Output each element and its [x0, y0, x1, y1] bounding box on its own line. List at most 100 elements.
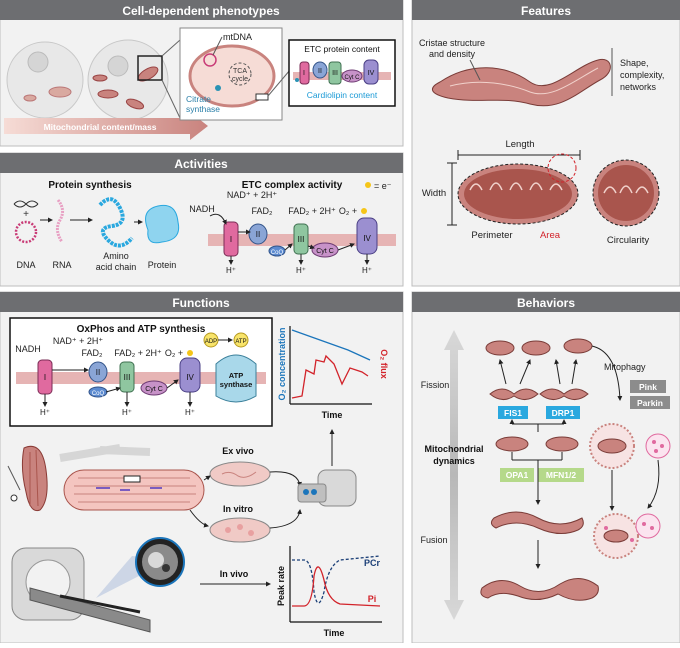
- panel-title-functions: Functions: [172, 296, 230, 310]
- o2-time-label: Time: [322, 410, 343, 420]
- shape-label-3: networks: [620, 82, 657, 92]
- tca-label-1: TCA: [233, 68, 247, 75]
- oxphos-box: OxPhos and ATP synthesis I II III IV CoQ…: [9, 317, 273, 427]
- amino-acid-chain-icon: [98, 197, 134, 248]
- tca-cycle-icon: [228, 62, 252, 86]
- oxphos-membrane: [16, 372, 266, 384]
- peak-rate-label: Peak rate: [276, 566, 286, 606]
- autolysosome-icon: [593, 513, 661, 559]
- panel-activities: Activities Protein synthesis + DNA RNA A…: [0, 152, 404, 287]
- atp-synthase-label-2: synthase: [220, 380, 253, 389]
- panel-title-activities: Activities: [174, 157, 228, 171]
- biopsy-needle-icon: [7, 465, 21, 491]
- etc-activity-label: ETC complex activity: [242, 180, 343, 191]
- in-vitro-dish: In vitro: [209, 504, 271, 543]
- tca-label-2: cycle: [232, 76, 248, 83]
- amino-label-2: acid chain: [96, 262, 137, 272]
- middle-mitochondria: [495, 436, 579, 452]
- fission-label: Fission: [421, 380, 450, 390]
- constricting-mitochondria: [489, 388, 589, 400]
- pcr-label: PCr: [364, 558, 381, 568]
- cardiolipin-label: Cardiolipin content: [307, 90, 378, 100]
- mfn-label: MFN1/2: [546, 470, 577, 480]
- activity-hplus-2: H⁺: [296, 266, 306, 275]
- dna-label: DNA: [16, 260, 35, 270]
- zoom-box: [137, 55, 163, 81]
- citrate-label-2: synthase: [186, 104, 220, 114]
- lysosome-icon: [645, 433, 671, 459]
- mito-inset: TCA cycle mtDNA Citrate synthase: [179, 27, 283, 121]
- in-vitro-label: In vitro: [223, 504, 254, 514]
- activity-o2-label: O₂ +: [339, 206, 357, 216]
- peak-rate-chart: PCr Pi Peak rate Time: [276, 546, 382, 638]
- activity-nad-label: NAD⁺ + 2H⁺: [227, 190, 278, 200]
- o2-concentration-line: [291, 329, 371, 361]
- panel-activities-header: [0, 153, 403, 173]
- mitophagy-label: Mitophagy: [604, 362, 646, 372]
- ox-hplus-2: H⁺: [122, 408, 132, 417]
- pi-line: [292, 566, 381, 607]
- content-gradient-arrow: Mitochondrial content/mass: [4, 112, 208, 140]
- panel-phenotypes-header: [0, 0, 403, 20]
- pi-label: Pi: [368, 594, 377, 604]
- activity-coq-label: CoQ: [271, 250, 284, 256]
- in-vivo-label: In vivo: [220, 569, 249, 579]
- autophagosome-icon: [589, 423, 635, 469]
- activity-fadh2-label: FAD₂ + 2H⁺: [288, 206, 336, 216]
- drp1-label: DRP1: [552, 408, 575, 418]
- mtdna-icon: [203, 53, 217, 67]
- pink-label: Pink: [639, 382, 657, 392]
- activity-hplus-1: H⁺: [226, 266, 236, 275]
- fis1-badge: [498, 406, 528, 419]
- shape-label-1: Shape,: [620, 58, 649, 68]
- activity-fad2-label: FAD₂: [252, 206, 274, 216]
- ox-complex-iv-label: IV: [186, 373, 194, 382]
- ox-complex-ii-label: II: [96, 368, 100, 377]
- cristae-label-2: and density: [429, 49, 476, 59]
- parkin-label: Parkin: [637, 398, 663, 408]
- ox-cytc-label: Cyt C: [145, 386, 163, 393]
- rna-icon: [55, 199, 65, 243]
- gradient-label: Mitochondrial content/mass: [44, 122, 157, 132]
- adp-label: ADP: [205, 339, 217, 345]
- cell-high-content: [87, 39, 169, 121]
- activity-complex-i-label: I: [230, 235, 232, 244]
- atp-label: ATP: [235, 339, 246, 345]
- respirometer-icon: [297, 469, 357, 507]
- amino-label-1: Amino: [103, 251, 129, 261]
- activity-complex-iv-label: IV: [363, 234, 371, 243]
- ox-nadh-label: NADH: [15, 344, 41, 354]
- fused-mitochondrion: [490, 511, 584, 534]
- peak-time-label: Time: [324, 628, 345, 638]
- atp-synthase-label-1: ATP: [229, 371, 243, 380]
- electron-legend-label: = e⁻: [374, 181, 392, 191]
- content-complex-ii-label: II: [318, 68, 322, 75]
- activity-cytc-label: Cyt C: [316, 248, 334, 255]
- cell-low-content: [6, 41, 84, 119]
- fis1-label: FIS1: [504, 408, 522, 418]
- fragmented-mitochondria: [485, 338, 593, 356]
- dynamics-label-1: Mitochondrial: [425, 444, 484, 454]
- panel-phenotypes: Cell-dependent phenotypes Mitochondrial …: [0, 0, 404, 147]
- length-label: Length: [505, 139, 534, 150]
- ex-vivo-label: Ex vivo: [222, 446, 254, 456]
- pink-badge: [630, 380, 666, 393]
- drp1-badge: [546, 406, 580, 419]
- opa1-label: OPA1: [506, 470, 529, 480]
- mito-body: [464, 169, 572, 219]
- mri-scanner-icon: [11, 547, 151, 633]
- panel-title-features: Features: [521, 4, 571, 18]
- cristae-lines: [449, 67, 599, 95]
- circularity-label: Circularity: [607, 235, 649, 246]
- citrate-synthase-icon: [215, 85, 221, 91]
- protein-icon: [145, 204, 180, 244]
- parkin-badge: [630, 396, 670, 409]
- activity-hplus-3: H⁺: [362, 266, 372, 275]
- area-marker: [547, 153, 577, 183]
- panel-title-behaviors: Behaviors: [517, 296, 575, 310]
- ox-nad-label: NAD⁺ + 2H⁺: [53, 336, 104, 346]
- panel-functions-header: [0, 292, 403, 312]
- panel-title-phenotypes: Cell-dependent phenotypes: [122, 4, 280, 18]
- fusion-label: Fusion: [420, 535, 447, 545]
